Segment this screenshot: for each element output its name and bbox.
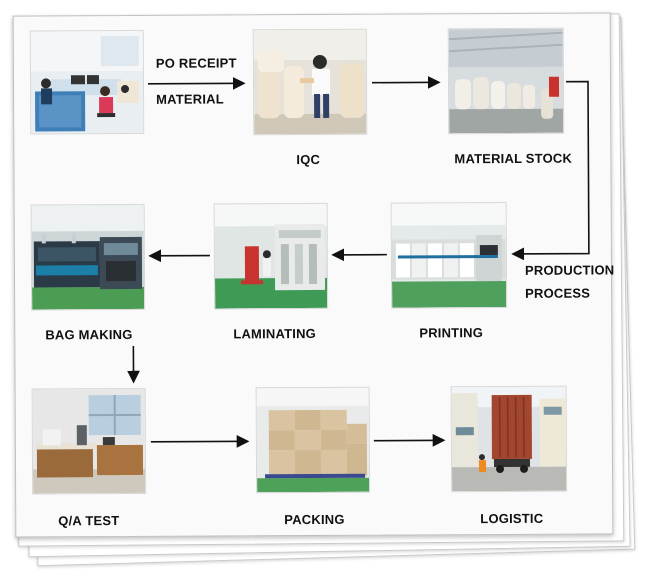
process-flow-card: PO RECEIPT MATERIAL IQC MATERIAL STOCK P…	[12, 12, 615, 538]
logistic-photo-illustration	[451, 386, 567, 492]
step-label-bag-making: BAG MAKING	[45, 326, 133, 343]
bag-making-photo	[30, 203, 146, 311]
qa-test-photo	[31, 387, 147, 495]
step-label-production: PRODUCTION	[524, 262, 615, 278]
printing-photo-illustration	[391, 202, 507, 308]
bag-making-photo-illustration	[31, 204, 145, 310]
step-label-po-receipt: PO RECEIPT	[155, 55, 237, 71]
step-label-qa-test: Q/A TEST	[58, 513, 120, 529]
laminating-photo	[213, 202, 329, 310]
step-label-logistic: LOGISTIC	[480, 510, 544, 527]
packing-photo-illustration	[256, 387, 370, 493]
packing-photo	[255, 386, 371, 494]
qa-test-photo-illustration	[32, 388, 146, 494]
arrow-stock-to-production	[511, 80, 590, 261]
material-stock-photo	[447, 27, 565, 135]
step-label-laminating: LAMINATING	[233, 325, 316, 342]
arrow-office-to-iqc	[147, 77, 246, 90]
arrow-qa-to-packing	[150, 435, 250, 448]
printing-photo	[390, 201, 508, 309]
iqc-photo	[252, 28, 368, 136]
laminating-photo-illustration	[214, 203, 328, 309]
step-label-printing: PRINTING	[419, 325, 484, 341]
iqc-photo-illustration	[253, 29, 367, 135]
material-stock-photo-illustration	[448, 28, 564, 134]
step-label-iqc: IQC	[296, 151, 321, 168]
logistic-photo	[450, 385, 568, 493]
flow-arrows	[127, 75, 590, 448]
office-photo-illustration	[30, 30, 144, 134]
step-label-process: PROCESS	[525, 285, 591, 301]
step-label-material-stock: MATERIAL STOCK	[454, 150, 573, 167]
office-photo	[29, 29, 145, 135]
step-label-packing: PACKING	[284, 511, 345, 528]
step-label-material: MATERIAL	[156, 91, 224, 107]
